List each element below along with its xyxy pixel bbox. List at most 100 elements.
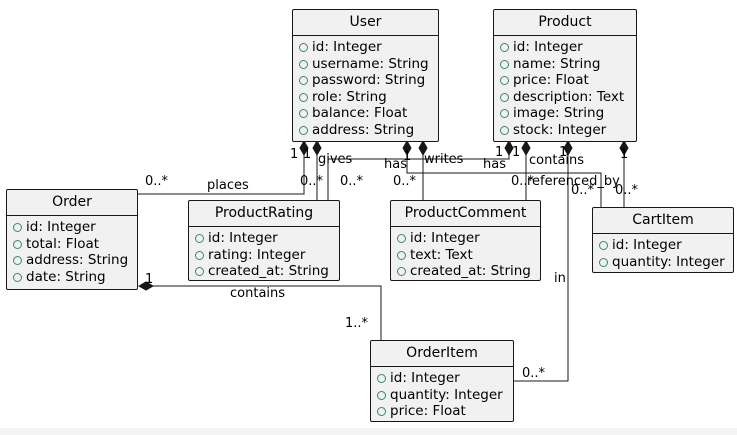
multiplicity-label: 0..* [300,174,324,189]
class-name: Product [494,10,636,36]
relationship-label: contains [230,286,286,301]
attribute: price: Float [500,72,630,89]
multiplicity-label: 0..* [393,174,417,189]
multiplicity-label: 0..* [145,174,169,189]
attribute: id: Integer [500,39,630,56]
attribute: address: String [299,122,432,139]
multiplicity-label: 1 [559,145,568,160]
class-product[interactable]: Product id: Integer name: String price: … [493,9,637,142]
public-visibility-icon [13,239,22,249]
public-visibility-icon [195,267,204,276]
relationship-label: contains [529,153,585,168]
public-visibility-icon [500,59,509,69]
class-cart-item[interactable]: CartItem id: Integer quantity: Integer [592,207,734,273]
composition-diamond [402,139,412,157]
multiplicity-label: 1 [145,272,154,287]
connector-user-order [138,142,305,195]
attribute: rating: Integer [195,247,333,264]
public-visibility-icon [599,241,608,250]
public-visibility-icon [500,125,509,135]
class-order-item[interactable]: OrderItem id: Integer quantity: Integer … [370,340,514,422]
multiplicity-label: 0..* [615,183,639,198]
public-visibility-icon [299,92,308,102]
composition-diamond [312,139,322,157]
relationship-label: referenced_by [527,174,620,189]
connector-user-cart [406,142,602,207]
public-visibility-icon [500,92,509,102]
class-name: ProductRating [189,201,339,227]
composition-diamond [504,139,514,157]
multiplicity-label: 0..* [522,366,546,381]
multiplicity-label: 1 [620,147,629,162]
attribute: image: String [500,105,630,122]
attribute: id: Integer [377,370,507,387]
attribute: created_at: String [397,263,534,280]
attribute: id: Integer [599,237,727,254]
public-visibility-icon [195,234,204,243]
class-product-rating[interactable]: ProductRating id: Integer rating: Intege… [188,200,340,281]
attribute: text: Text [397,247,534,264]
public-visibility-icon [377,390,386,400]
attribute: quantity: Integer [599,254,727,271]
attribute: password: String [299,72,432,89]
attribute: stock: Integer [500,122,630,139]
multiplicity-label: 0..* [571,183,595,198]
public-visibility-icon [500,76,509,85]
composition-diamond [563,139,573,157]
composition-diamond [619,139,629,157]
multiplicity-label: 0..* [511,174,535,189]
multiplicity-label: 1 [303,147,312,162]
public-visibility-icon [299,76,308,85]
attribute: description: Text [500,89,630,106]
public-visibility-icon [299,109,308,118]
attribute: price: Float [377,403,507,420]
composition-diamond [521,139,531,157]
public-visibility-icon [397,250,406,260]
public-visibility-icon [13,223,22,232]
class-name: CartItem [593,208,733,234]
class-product-comment[interactable]: ProductComment id: Integer text: Text cr… [390,200,541,281]
relationship-label: has [384,157,407,172]
class-order[interactable]: Order id: Integer total: Float address: … [6,189,138,290]
public-visibility-icon [500,109,509,118]
composition-diamond [137,281,155,291]
public-visibility-icon [397,234,406,243]
public-visibility-icon [377,407,386,416]
attribute: id: Integer [13,219,131,236]
class-name: ProductComment [391,201,540,227]
public-visibility-icon [13,272,22,282]
attribute: date: String [13,269,131,286]
attribute: role: String [299,89,432,106]
multiplicity-label: 0..* [340,174,364,189]
class-name: Order [7,190,137,216]
relationship-label: places [207,178,249,193]
connector-product-orderitem [514,142,569,382]
public-visibility-icon [299,43,308,52]
public-visibility-icon [13,256,22,265]
class-name: OrderItem [371,341,513,367]
public-visibility-icon [500,43,509,52]
public-visibility-icon [599,257,608,267]
attribute: address: String [13,252,131,269]
connector-product-rating [327,142,510,200]
attribute: quantity: Integer [377,387,507,404]
relationship-label: gives [318,152,353,167]
attribute: created_at: String [195,263,333,280]
relationship-label: has [483,157,506,172]
attribute: id: Integer [195,230,333,247]
attribute: username: String [299,56,432,73]
public-visibility-icon [377,374,386,383]
multiplicity-label: 1 [290,147,299,162]
multiplicity-label: 1 [495,145,504,160]
multiplicity-label: 1 [512,145,521,160]
composition-diamond [418,139,428,157]
public-visibility-icon [195,250,204,260]
composition-diamond [299,139,309,157]
connector-order-orderitem [140,285,382,340]
class-user[interactable]: User id: Integer username: String passwo… [292,9,439,142]
attribute: id: Integer [299,39,432,56]
public-visibility-icon [299,59,308,69]
attribute: name: String [500,56,630,73]
